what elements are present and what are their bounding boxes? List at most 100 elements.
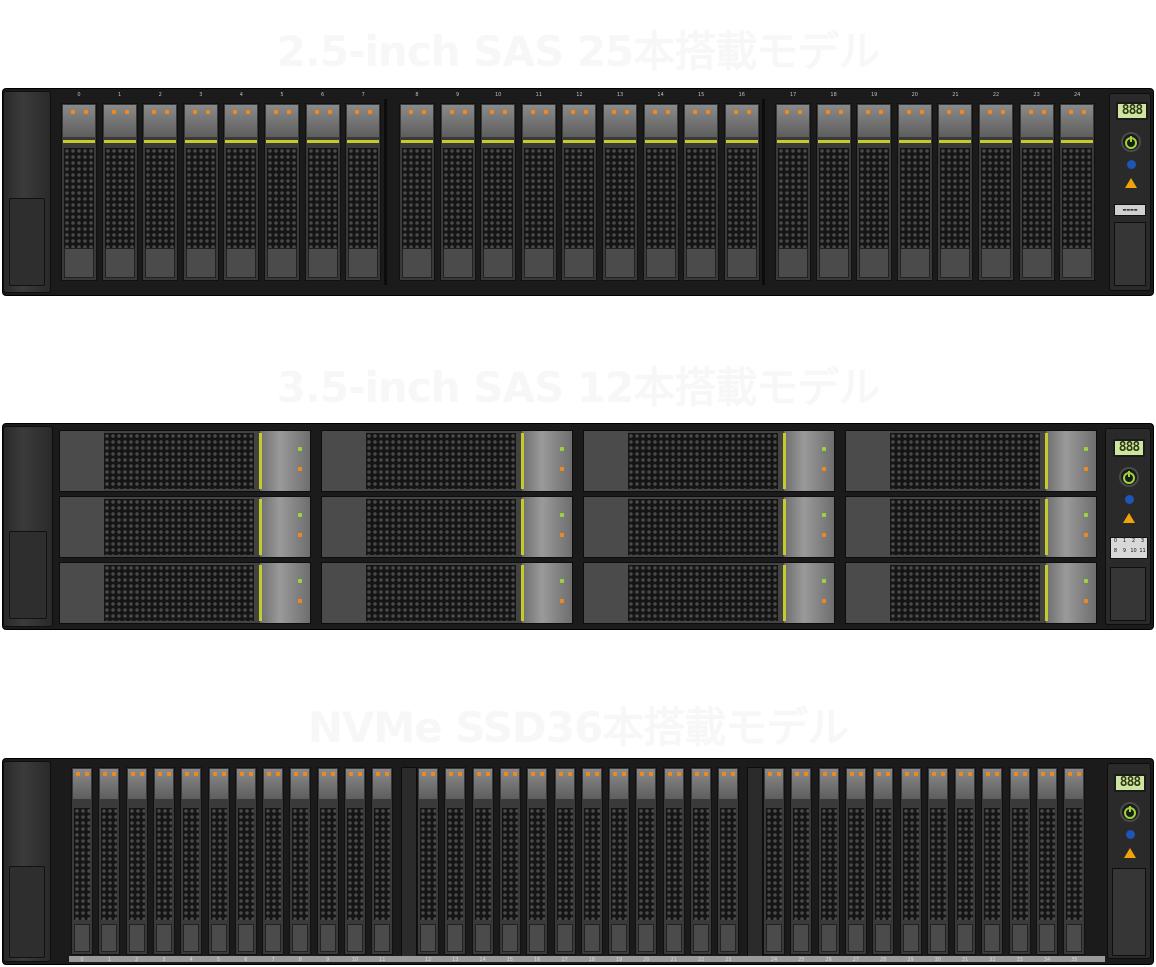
power-button-icon[interactable] (1120, 802, 1140, 822)
expansion-slot[interactable] (1110, 567, 1146, 621)
drive-bay[interactable] (262, 767, 285, 955)
drive-bay[interactable] (345, 103, 382, 281)
drive-bay[interactable] (417, 767, 439, 955)
drive-handle (348, 248, 379, 278)
drive-bay[interactable] (152, 767, 175, 955)
drive-bay[interactable] (439, 103, 476, 281)
drive-bay[interactable] (583, 430, 835, 492)
bay-number: 12 (424, 957, 432, 963)
drive-bay[interactable] (635, 767, 658, 955)
drive-bay[interactable] (1036, 767, 1058, 955)
drive-bay[interactable] (723, 103, 760, 281)
expansion-slot[interactable] (1114, 222, 1146, 286)
drive-bay[interactable] (845, 496, 1097, 558)
drive-bay[interactable] (399, 103, 435, 281)
drive-bay[interactable] (321, 430, 573, 492)
hex-mesh-grill (267, 148, 297, 248)
drive-bay[interactable] (316, 767, 339, 955)
drive-bay[interactable] (61, 103, 97, 281)
drive-bay[interactable] (815, 103, 852, 281)
activity-led (192, 110, 197, 114)
drive-bay[interactable] (344, 767, 366, 955)
hex-mesh-grill (890, 565, 1040, 621)
drive-bay[interactable] (583, 496, 835, 558)
drive-bay[interactable] (845, 562, 1097, 624)
drive-bay[interactable] (1059, 103, 1096, 281)
drive-bay[interactable] (498, 767, 521, 955)
drive-bay[interactable] (690, 767, 712, 955)
drive-bay[interactable] (662, 767, 685, 955)
drive-bay[interactable] (520, 103, 557, 281)
drive-bay[interactable] (856, 103, 893, 281)
drive-bay[interactable] (981, 767, 1004, 955)
drive-bay[interactable] (480, 103, 517, 281)
drive-bay[interactable] (444, 767, 467, 955)
drive-bay[interactable] (59, 562, 311, 624)
drive-bay[interactable] (978, 103, 1014, 281)
drive-bay[interactable] (583, 562, 835, 624)
activity-led (503, 772, 508, 776)
drive-bay[interactable] (717, 767, 740, 955)
drive-bay[interactable] (602, 103, 638, 281)
drive-latch (1061, 105, 1094, 137)
drive-bay[interactable] (289, 767, 312, 955)
drive-bay[interactable] (59, 430, 311, 492)
uid-indicator-icon[interactable] (1127, 160, 1136, 169)
drive-bay[interactable] (142, 103, 179, 281)
drive-bay[interactable] (899, 767, 922, 955)
drive-bay[interactable] (234, 767, 257, 955)
drive-bay[interactable] (98, 767, 121, 955)
ear-latch[interactable] (9, 531, 47, 619)
drive-bay[interactable] (954, 767, 977, 955)
drive-bay[interactable] (180, 767, 203, 955)
drive-latch (980, 105, 1012, 137)
drive-bay[interactable] (937, 103, 974, 281)
fault-led (919, 110, 924, 114)
drive-bay[interactable] (207, 767, 230, 955)
drive-bay[interactable] (775, 103, 811, 281)
drive-bay[interactable] (763, 767, 785, 955)
drive-bay[interactable] (608, 767, 631, 955)
drive-bay[interactable] (59, 496, 311, 558)
uid-indicator-icon[interactable] (1125, 495, 1134, 504)
drive-bay[interactable] (71, 767, 93, 955)
drive-bay[interactable] (223, 103, 260, 281)
drive-bay[interactable] (304, 103, 341, 281)
port-label: 10 (1130, 548, 1137, 554)
expansion-slot[interactable] (1112, 868, 1146, 956)
drive-handle (307, 248, 338, 278)
drive-bay[interactable] (683, 103, 720, 281)
drive-bay[interactable] (526, 767, 549, 955)
drive-bay[interactable] (321, 562, 573, 624)
power-button-icon[interactable] (1119, 467, 1139, 487)
power-button-icon[interactable] (1121, 132, 1141, 152)
drive-bay[interactable] (182, 103, 219, 281)
drive-bay[interactable] (1063, 767, 1086, 955)
ear-latch[interactable] (9, 198, 45, 286)
drive-bay[interactable] (561, 103, 598, 281)
bay-number: 11 (535, 92, 542, 98)
drive-bay[interactable] (553, 767, 576, 955)
usb-port[interactable]: ▬▬▬▬ (1114, 204, 1146, 216)
uid-indicator-icon[interactable] (1126, 830, 1135, 839)
drive-bay[interactable] (790, 767, 813, 955)
bay-number: 23 (1033, 92, 1040, 98)
drive-bay[interactable] (101, 103, 138, 281)
drive-bay[interactable] (321, 496, 573, 558)
drive-bay[interactable] (471, 767, 494, 955)
drive-bay[interactable] (817, 767, 840, 955)
drive-bay[interactable] (642, 103, 679, 281)
drive-bay[interactable] (844, 767, 867, 955)
drive-bay[interactable] (580, 767, 603, 955)
drive-bay[interactable] (1008, 767, 1031, 955)
drive-latch (528, 769, 547, 799)
drive-bay[interactable] (264, 103, 300, 281)
ear-latch[interactable] (9, 866, 45, 958)
drive-bay[interactable] (371, 767, 394, 955)
drive-bay[interactable] (926, 767, 949, 955)
drive-bay[interactable] (896, 103, 933, 281)
drive-bay[interactable] (845, 430, 1097, 492)
drive-bay[interactable] (872, 767, 895, 955)
drive-bay[interactable] (125, 767, 148, 955)
drive-bay[interactable] (1018, 103, 1055, 281)
